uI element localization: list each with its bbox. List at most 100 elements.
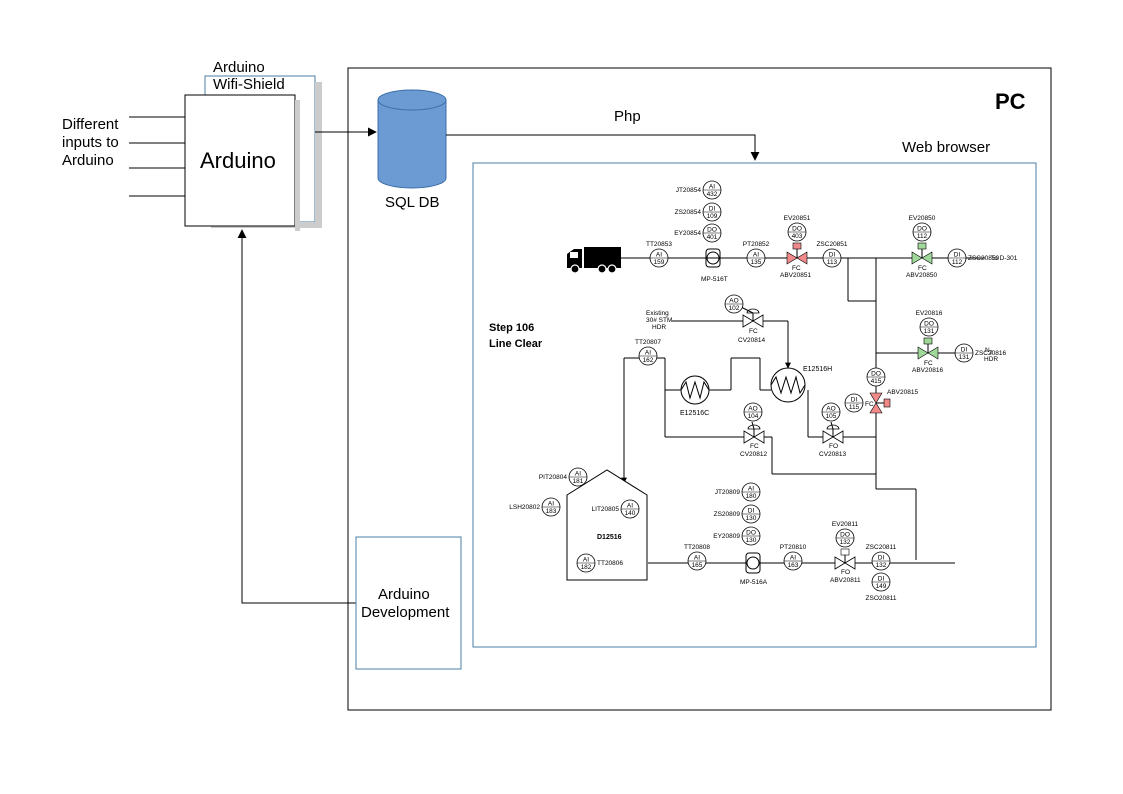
instrument-number: 401 <box>707 234 718 241</box>
truck-icon <box>567 247 621 274</box>
valve-abv20816-label: ABV20816 <box>912 367 943 374</box>
valve-abv20850-fc: FC <box>918 265 927 272</box>
instrument-tag: EV20816 <box>916 310 943 317</box>
instrument-tag: EV20851 <box>784 215 811 222</box>
instrument-tag: ZS20854 <box>675 209 702 216</box>
valve-abv20811-label: ABV20811 <box>830 577 861 584</box>
pc-title: PC <box>995 89 1026 114</box>
pid-diagram: Step 106 Line Clear <box>489 180 1018 602</box>
arduino-board: Arduino <box>184 94 300 231</box>
valve-cv20812-icon <box>743 421 765 444</box>
instrument-tag: EV20850 <box>909 215 936 222</box>
dev-label-line2: Development <box>361 604 450 621</box>
sql-db-label: SQL DB <box>385 194 439 211</box>
sql-db-icon: SQL DB <box>377 89 447 211</box>
instrument-type: DO <box>840 532 850 539</box>
valve-abv20815-fc: FC <box>865 401 874 408</box>
instrument-number: 130 <box>746 537 757 544</box>
php-label: Php <box>614 108 641 125</box>
instrument-type: DO <box>917 226 927 233</box>
instrument-tag: TT20807 <box>635 339 661 346</box>
valve-abv20851-fc: FC <box>792 265 801 272</box>
inputs-label-line3: Arduino <box>62 152 114 169</box>
hx-h-label: E12516H <box>803 366 832 373</box>
instrument-tag: ZSC20850 <box>968 255 999 262</box>
valve-cv20814-label: CV20814 <box>738 337 765 344</box>
pump-top-icon <box>705 248 721 268</box>
instrument-type: AI <box>709 184 715 191</box>
valve-abv20815-icon <box>869 392 891 414</box>
instrument-type: AI <box>694 555 700 562</box>
valve-abv20816-icon <box>917 337 939 360</box>
step-title-line1: Step 106 <box>489 322 534 334</box>
valve-abv20816-fc: FC <box>924 360 933 367</box>
instrument-type: DO <box>746 530 756 537</box>
instrument-tag: EV20811 <box>832 521 859 528</box>
instrument-number: 432 <box>707 191 718 198</box>
valve-cv20814-icon <box>740 306 764 328</box>
instrument-number: 131 <box>959 354 970 361</box>
instrument-type: DI <box>878 555 885 562</box>
instrument-type: DI <box>709 206 716 213</box>
heat-exchanger-c-icon <box>680 375 710 405</box>
instrument-type: AI <box>627 503 633 510</box>
instrument-tag: JT20809 <box>715 489 741 496</box>
arrow-db-to-browser <box>446 134 760 161</box>
valve-cv20812-fc: FC <box>750 443 759 450</box>
instrument-number: 104 <box>748 413 759 420</box>
instrument-tag: PT20810 <box>780 544 807 551</box>
arduino-board-label: Arduino <box>200 148 276 173</box>
step-title-line2: Line Clear <box>489 338 543 350</box>
valve-abv20851-label: ABV20851 <box>780 272 811 279</box>
instrument-number: 131 <box>924 328 935 335</box>
instrument-type: AI <box>575 471 581 478</box>
instrument-type: AI <box>548 501 554 508</box>
instrument-number: 115 <box>849 404 860 411</box>
valve-abv20811-icon <box>834 548 856 570</box>
instrument-number: 132 <box>876 562 887 569</box>
valve-cv20814-fc: FC <box>749 328 758 335</box>
n2-hdr-label: HDR <box>984 356 998 363</box>
instrument-number: 132 <box>840 539 851 546</box>
instrument-type: AI <box>645 350 651 357</box>
instrument-tag: ZSC20816 <box>975 350 1006 357</box>
to-d301-label: To D-301 <box>991 255 1018 262</box>
instrument-number: 112 <box>952 259 963 266</box>
instrument-number: 183 <box>546 508 557 515</box>
instrument-number: 135 <box>751 259 762 266</box>
instrument-type: AI <box>656 252 662 259</box>
inputs-label-line2: inputs to <box>62 134 119 151</box>
n2-label-sub: 2 <box>990 350 993 356</box>
arrow-dev-to-arduino <box>237 229 356 604</box>
vessel-d12516-icon <box>566 469 648 581</box>
instrument-tag: LSH20802 <box>509 504 540 511</box>
instrument-tag: TT20853 <box>646 241 672 248</box>
valve-cv20813-label: CV20813 <box>819 451 846 458</box>
instrument-number: 109 <box>707 213 718 220</box>
instrument-type: AO <box>826 406 835 413</box>
instrument-tag: ZSO20811 <box>866 595 897 602</box>
n2-label-n: N <box>985 347 990 354</box>
instrument-type: DI <box>851 397 858 404</box>
instrument-number: 113 <box>827 259 838 266</box>
instrument-tag: TT20808 <box>684 544 710 551</box>
instrument-type: AI <box>753 252 759 259</box>
steam-label-line2: 30# STM <box>646 317 672 324</box>
valve-cv20812-label: CV20812 <box>740 451 767 458</box>
instrument-number: 181 <box>573 478 584 485</box>
